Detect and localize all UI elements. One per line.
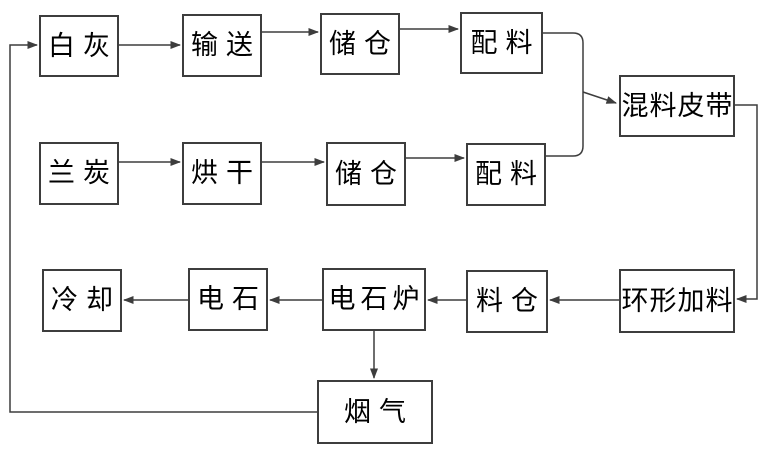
node-lime: 白灰 — [39, 15, 119, 77]
node-label-drying: 烘干 — [191, 158, 261, 189]
edges-group — [9, 25, 758, 413]
edge-fluegas-to-lime — [9, 41, 317, 413]
node-label-carbide-furnace: 电石炉 — [328, 284, 425, 315]
node-label-storage-silo-2: 储仓 — [335, 158, 405, 190]
node-label-batching-1: 配料 — [470, 27, 541, 59]
node-drying: 烘干 — [182, 142, 262, 205]
node-label-semi-coke: 兰炭 — [48, 158, 118, 189]
edge-bus-to-mixing-belt — [582, 91, 617, 104]
node-semi-coke: 兰炭 — [39, 142, 119, 205]
edge-mixingbelt-to-ringfeeder — [735, 104, 758, 303]
node-cooling: 冷却 — [42, 269, 122, 332]
node-label-cooling: 冷却 — [51, 285, 121, 316]
node-label-lime: 白灰 — [48, 30, 118, 62]
edge-batching-bus — [543, 32, 584, 157]
node-label-material-bin: 料仓 — [476, 286, 546, 317]
node-carbide: 电石 — [188, 268, 268, 331]
node-batching-1: 配料 — [460, 12, 543, 74]
node-label-ring-feeder: 环形加料 — [621, 285, 734, 317]
node-flue-gas: 烟气 — [317, 380, 433, 444]
node-mixing-belt: 混料皮带 — [619, 75, 735, 137]
node-carbide-furnace: 电石炉 — [322, 268, 426, 331]
node-label-conveying: 输送 — [191, 30, 261, 61]
node-material-bin: 料仓 — [466, 270, 548, 333]
node-label-flue-gas: 烟气 — [344, 396, 414, 428]
node-conveying: 输送 — [182, 14, 262, 77]
node-ring-feeder: 环形加料 — [619, 269, 735, 333]
node-label-carbide: 电石 — [197, 284, 267, 315]
node-storage-silo-1: 储仓 — [320, 13, 400, 75]
node-label-mixing-belt: 混料皮带 — [621, 90, 734, 122]
node-label-batching-2: 配料 — [475, 159, 545, 190]
node-batching-2: 配料 — [466, 143, 546, 206]
node-label-storage-silo-1: 储仓 — [329, 28, 399, 60]
node-storage-silo-2: 储仓 — [326, 142, 406, 206]
